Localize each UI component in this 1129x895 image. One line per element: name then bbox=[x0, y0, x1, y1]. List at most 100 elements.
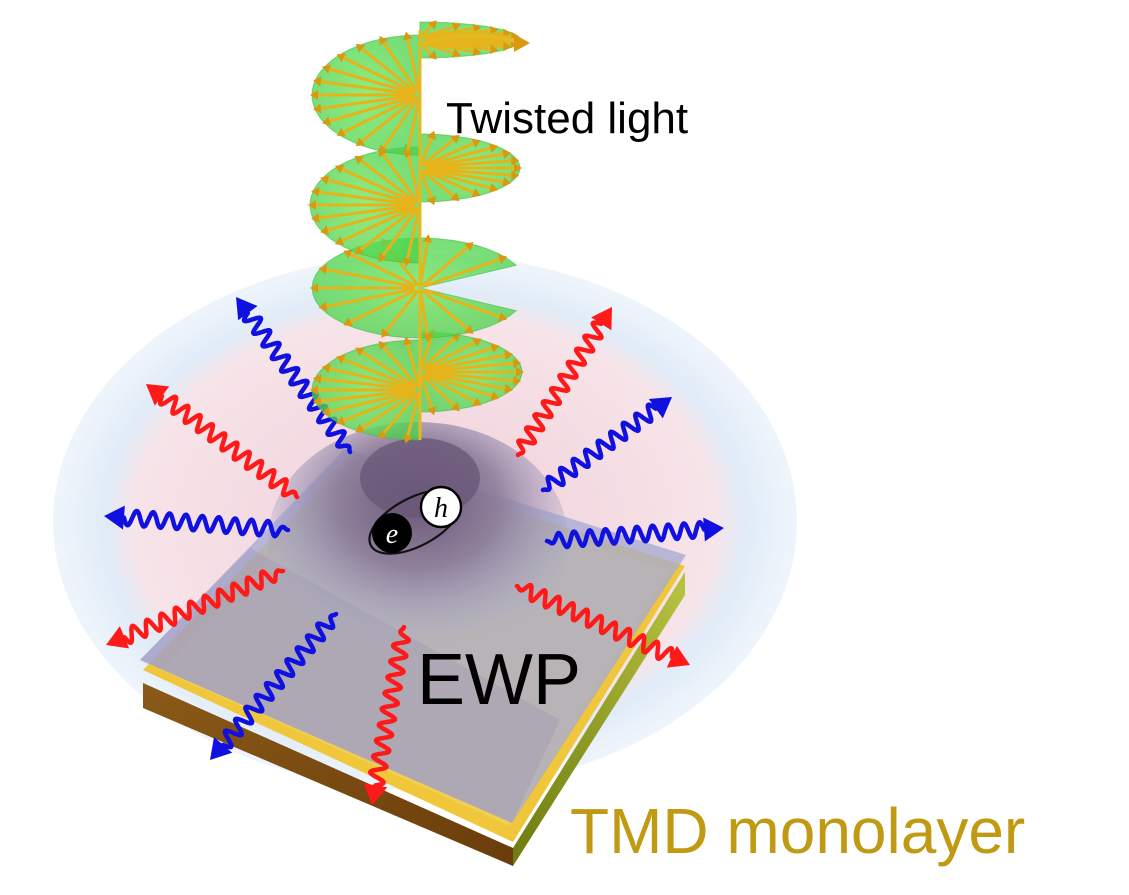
twisted-light-helix bbox=[308, 20, 530, 444]
field-vector-shaft bbox=[326, 268, 415, 289]
field-vector-head bbox=[379, 144, 388, 154]
blue-emission-right-wave bbox=[544, 520, 707, 550]
field-vector-head bbox=[426, 195, 436, 206]
field-vector-head bbox=[502, 41, 512, 52]
field-vector-head bbox=[427, 50, 437, 60]
field-vector-shaft bbox=[421, 373, 456, 407]
field-vector-head bbox=[426, 406, 437, 416]
field-vector-shaft bbox=[421, 138, 455, 167]
field-vector-shaft bbox=[318, 190, 415, 206]
helix-turn bbox=[419, 130, 522, 206]
field-vector-shaft bbox=[425, 152, 504, 169]
curl-path bbox=[419, 33, 521, 47]
field-vector-shaft bbox=[318, 204, 415, 220]
red-emission-down-right-wave bbox=[514, 582, 675, 661]
field-vector-head bbox=[320, 175, 330, 185]
helix-turn bbox=[308, 143, 421, 267]
field-vector-head bbox=[512, 358, 522, 369]
red-emission-left-upper-arrowhead bbox=[146, 384, 170, 406]
field-vector-head bbox=[355, 423, 365, 433]
field-vector-shaft bbox=[419, 137, 433, 166]
field-vector-head bbox=[497, 254, 508, 264]
field-vector-head bbox=[489, 143, 499, 153]
field-vector-shaft bbox=[423, 41, 474, 53]
field-vector-shaft bbox=[320, 377, 415, 391]
field-vector-shaft bbox=[359, 206, 418, 251]
field-vector-head bbox=[318, 301, 328, 312]
field-vector-head bbox=[516, 367, 524, 377]
field-vector-head bbox=[490, 391, 500, 401]
field-vector-head bbox=[381, 328, 391, 338]
field-vector-head bbox=[464, 324, 474, 334]
red-emission-left-upper bbox=[146, 384, 300, 500]
field-vector-head bbox=[451, 22, 461, 32]
field-vector-head bbox=[334, 164, 345, 174]
red-emission-left-lower-wave bbox=[122, 568, 286, 645]
field-vector-head bbox=[450, 402, 460, 412]
red-emission-down-arrowhead bbox=[363, 783, 388, 805]
field-vector-shaft bbox=[343, 95, 417, 134]
electron-label: e bbox=[386, 519, 398, 550]
field-vector-head bbox=[489, 183, 499, 193]
field-vector-shaft bbox=[419, 374, 434, 409]
field-vector-shaft bbox=[419, 170, 433, 199]
field-vector-head bbox=[311, 187, 320, 197]
field-vector-head bbox=[313, 103, 322, 114]
slab-side-left bbox=[143, 683, 513, 866]
blue-emission-left bbox=[104, 505, 291, 539]
blue-emission-right-arrowhead bbox=[703, 517, 724, 542]
ewp-label: EWP bbox=[417, 640, 581, 720]
red-emission-down-wave bbox=[368, 624, 412, 788]
field-vector-shaft bbox=[425, 371, 506, 391]
field-vector-head bbox=[510, 170, 520, 181]
field-vector-head bbox=[514, 163, 522, 173]
helix-turn bbox=[310, 234, 518, 342]
field-vector-head bbox=[450, 134, 460, 144]
field-vector-shaft bbox=[349, 252, 417, 288]
field-vector-head bbox=[322, 64, 332, 74]
field-vector-head bbox=[472, 338, 482, 347]
red-emission-down bbox=[363, 624, 412, 805]
field-vector-shaft bbox=[424, 257, 501, 288]
field-vector-shaft bbox=[422, 141, 475, 167]
field-vector-shaft bbox=[381, 153, 420, 204]
field-vector-head bbox=[471, 138, 481, 148]
field-vector-shaft bbox=[406, 39, 421, 93]
field-vector-shaft bbox=[424, 168, 491, 190]
field-vector-head bbox=[464, 242, 474, 252]
blue-emission-down-left-wave bbox=[220, 611, 339, 750]
blue-emission-right-upper-arrowhead bbox=[648, 397, 672, 419]
blue-emission-right-upper-wave bbox=[540, 402, 659, 493]
field-vector-shaft bbox=[421, 337, 456, 371]
field-vector-shaft bbox=[424, 146, 491, 168]
blue-emission-left-arrowhead bbox=[104, 505, 125, 530]
field-vector-shaft bbox=[425, 167, 512, 177]
field-vector-head bbox=[402, 149, 413, 159]
field-vector-shaft bbox=[406, 207, 421, 259]
field-vector-head bbox=[490, 343, 500, 353]
field-vector-shaft bbox=[382, 96, 420, 149]
helix-top-curl bbox=[419, 33, 530, 52]
field-vector-head bbox=[497, 312, 508, 322]
field-vector-head bbox=[334, 236, 345, 246]
blue-emission-down-left bbox=[210, 611, 339, 760]
field-vector-head bbox=[504, 350, 513, 361]
field-vector-head bbox=[472, 397, 482, 406]
field-vector-head bbox=[502, 177, 512, 187]
field-vector-head bbox=[504, 383, 513, 394]
blue-emission-down-left-arrowhead bbox=[210, 737, 233, 760]
field-vector-head bbox=[336, 53, 346, 63]
field-vector-shaft bbox=[422, 341, 476, 371]
field-vector-shaft bbox=[361, 350, 418, 389]
field-vector-head bbox=[343, 249, 353, 259]
field-vector-shaft bbox=[424, 346, 493, 372]
red-emission-up-right-arrowhead bbox=[591, 307, 612, 331]
field-vector-head bbox=[343, 317, 353, 327]
field-vector-shaft bbox=[421, 289, 469, 330]
helix-turn bbox=[310, 336, 421, 444]
field-vector-shaft bbox=[343, 358, 417, 390]
field-vector-shaft bbox=[349, 288, 417, 324]
twisted-light-label: Twisted light bbox=[446, 94, 688, 143]
tmd-monolayer-label: TMD monolayer bbox=[570, 795, 1025, 867]
field-vector-head bbox=[512, 375, 522, 386]
